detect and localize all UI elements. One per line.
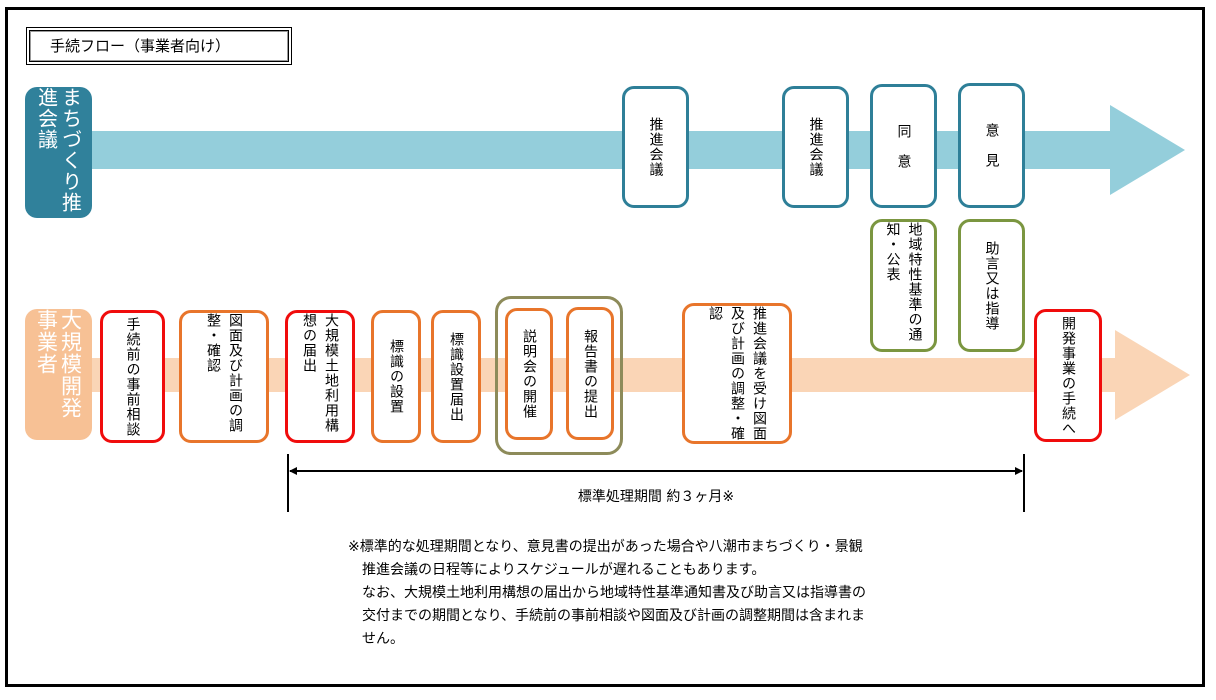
- developer-arrow-shape: [90, 330, 1190, 420]
- period-left-arrowhead: [289, 467, 297, 475]
- dev-step-land-use-notification: 大規模土地利用構想の届出: [285, 310, 355, 443]
- footnote: ※標準的な処理期間となり、意見書の提出があった場合や八潮市まちづくり・景観 推進…: [348, 536, 988, 651]
- footnote-line: 推進会議の日程等によりスケジュールが遅れることもあります。: [362, 562, 766, 578]
- dev-step-sign-installation: 標識の設置: [371, 310, 421, 443]
- period-dimension-line: [287, 454, 1025, 512]
- result-step-advice: 助言又は指導: [958, 219, 1025, 352]
- dev-step-development-procedure: 開発事業の手続へ: [1034, 309, 1102, 442]
- diagram-title: 手続フロー（事業者向け）: [26, 27, 292, 65]
- dev-step-post-council-adjustment: 推進会議を受け図面及び計画の調整・確認: [682, 303, 792, 444]
- developer-lane-label: 大規模開発事業者: [25, 309, 92, 440]
- council-lane-label: まちづくり推進会議: [25, 87, 92, 218]
- footnote-line: 交付までの期間となり、手続前の事前相談や図面及び計画の調整期間は含まれま: [362, 608, 866, 624]
- developer-timeline-arrow: [90, 330, 1190, 420]
- dev-step-briefing-session: 説明会の開催: [505, 308, 553, 440]
- dev-step-report-submission: 報告書の提出: [566, 307, 614, 440]
- result-step-notice: 地域特性基準の通知・公表: [870, 219, 937, 352]
- dev-step-prior-consultation: 手続前の事前相談: [100, 310, 165, 443]
- dev-step-sign-notification: 標識設置届出: [431, 310, 481, 443]
- dev-step-plan-adjustment: 図面及び計画の調整・確認: [179, 310, 269, 443]
- council-step-meeting-2: 推進会議: [782, 86, 849, 208]
- period-label: 標準処理期間 約３ヶ月※: [577, 489, 735, 505]
- footnote-line: せん。: [362, 631, 404, 647]
- council-step-meeting-1: 推進会議: [622, 86, 689, 208]
- footnote-line: ※標準的な処理期間となり、意見書の提出があった場合や八潮市まちづくり・景観: [348, 539, 863, 555]
- footnote-line: なお、大規模土地利用構想の届出から地域特性基準通知書及び助言又は指導書の: [362, 585, 866, 601]
- briefing-report-group: [495, 296, 623, 455]
- council-step-consent: 同 意: [870, 84, 937, 208]
- period-right-arrowhead: [1015, 467, 1023, 475]
- diagram-frame: [5, 7, 1205, 687]
- council-step-opinion: 意 見: [958, 83, 1025, 208]
